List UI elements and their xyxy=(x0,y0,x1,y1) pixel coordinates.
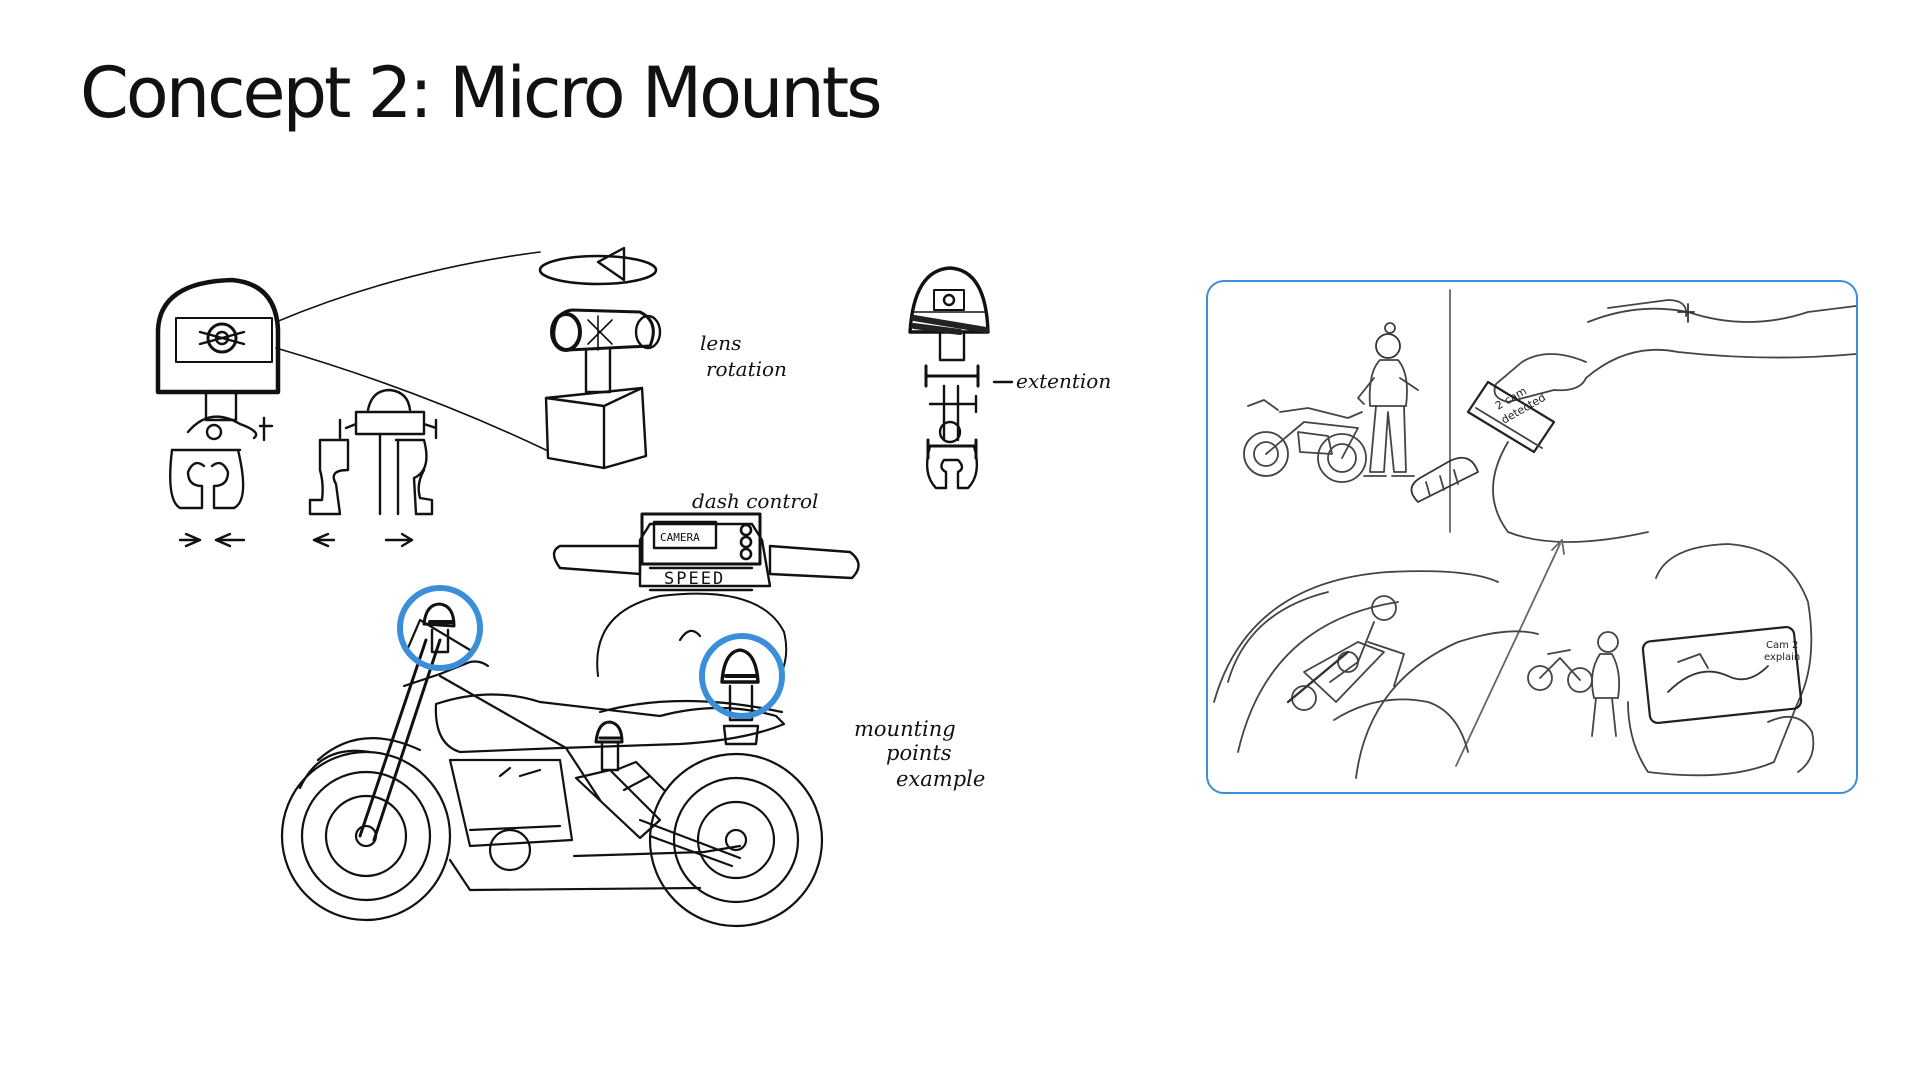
front-fork-camera xyxy=(424,604,454,652)
mounting-label-3: example xyxy=(896,767,985,791)
storyboard-panel: 2 cam detected xyxy=(1206,280,1858,794)
extension-label: extention xyxy=(1016,369,1111,393)
highlight-circle-rear xyxy=(702,636,782,716)
open-clamp-sketch xyxy=(310,390,436,546)
scene-phone-notification xyxy=(1410,299,1856,543)
mounting-label-1: mounting xyxy=(854,717,956,741)
dash-control-label: dash control xyxy=(692,489,818,513)
highlight-circle-front xyxy=(400,588,480,668)
mounting-label-2: points xyxy=(886,741,952,765)
scene-rider-with-bike xyxy=(1243,322,1419,483)
camera-pod-sketch xyxy=(158,280,278,546)
dash-control-sketch xyxy=(554,514,859,590)
tablet-label-line-1: Cam 2 xyxy=(1766,640,1798,651)
lens-rotation-label-1: lens xyxy=(700,331,741,355)
storyboard-sketch: 2 cam detected xyxy=(1213,289,1856,779)
scene-rider-cornering xyxy=(1213,570,1539,779)
motorcycle-sketch xyxy=(282,594,822,926)
tablet-label-line-2: explain xyxy=(1764,652,1800,663)
lens-rotation-sketch xyxy=(540,248,660,468)
slide-title: Concept 2: Micro Mounts xyxy=(80,52,883,134)
tank-camera xyxy=(596,722,622,770)
scene-tablet-playback xyxy=(1527,543,1815,777)
speed-label: SPEED xyxy=(664,569,725,589)
dash-screen-label: CAMERA xyxy=(660,531,700,544)
extension-mount-sketch xyxy=(910,268,1012,488)
rear-camera xyxy=(722,650,758,744)
lens-rotation-label-2: rotation xyxy=(706,357,787,381)
